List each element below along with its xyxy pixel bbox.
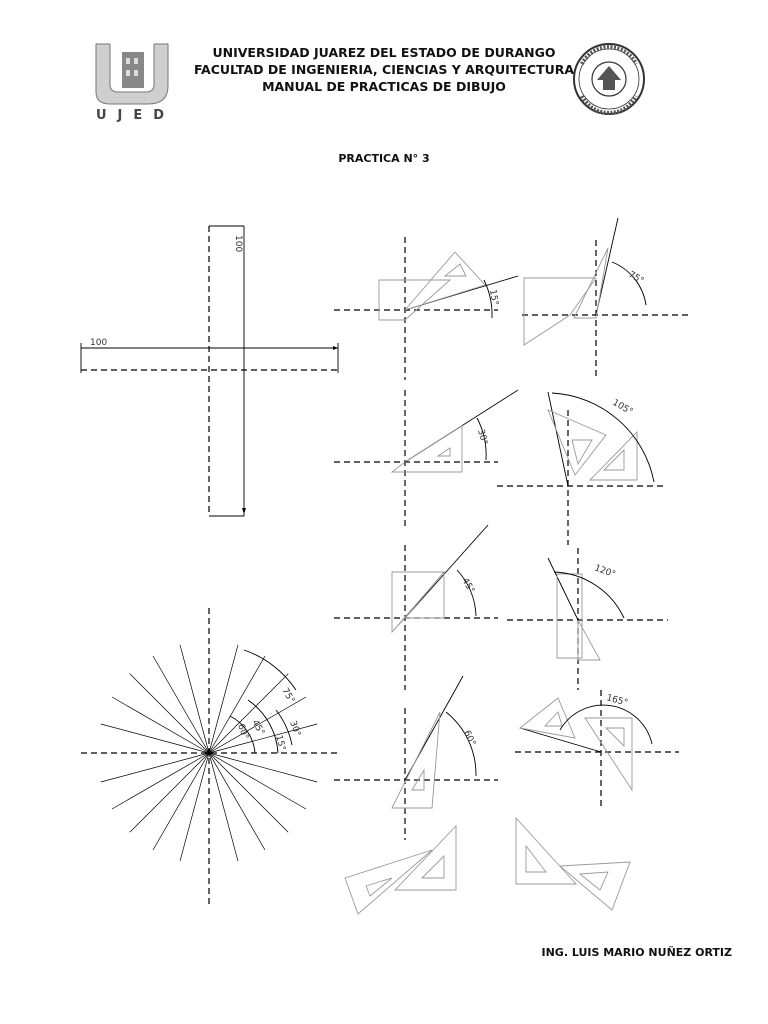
university-name: UNIVERSIDAD JUAREZ DEL ESTADO DE DURANGO xyxy=(212,45,556,60)
fan-line xyxy=(152,752,210,851)
author-name: ING. LUIS MARIO NUÑEZ ORTIZ xyxy=(541,946,733,959)
fan-line xyxy=(208,644,239,754)
fan-line xyxy=(208,673,289,754)
set-squares-left xyxy=(344,824,457,915)
ujed-logo: UJED xyxy=(95,43,175,123)
dimensioned-cross: 100 100 xyxy=(80,225,339,517)
angle-120-figure: 120° xyxy=(507,548,668,690)
angle-165-figure: 165° xyxy=(515,690,679,810)
label-60: 60° xyxy=(461,729,477,748)
angle-105-figure: 105° xyxy=(497,391,663,545)
set-squares-right xyxy=(515,816,631,911)
fan-line xyxy=(129,752,210,833)
angle-fan: 75° 60° 45° 30° 15° xyxy=(81,608,338,905)
fan-label-75: 75° xyxy=(279,687,296,706)
fan-line xyxy=(111,752,210,810)
fan-line xyxy=(208,752,239,862)
fan-line xyxy=(179,752,210,862)
label-75: 75° xyxy=(627,270,646,287)
fan-line xyxy=(100,752,210,783)
fan-line xyxy=(129,673,210,754)
fan-line xyxy=(208,723,318,754)
angle-45-figure: 45° xyxy=(334,524,498,690)
fan-line xyxy=(208,752,289,833)
fan-line xyxy=(208,655,266,754)
angle-15-figure: 15° xyxy=(334,237,519,380)
document-header: UNIVERSIDAD JUAREZ DEL ESTADO DE DURANGO… xyxy=(0,44,768,95)
label-30: 30° xyxy=(475,428,489,446)
accreditation-seal xyxy=(573,43,645,115)
practice-title: PRACTICA N° 3 xyxy=(338,152,430,165)
fan-line xyxy=(100,723,210,754)
label-120: 120° xyxy=(593,563,617,580)
label-165: 165° xyxy=(605,693,629,708)
label-45: 45° xyxy=(459,577,476,596)
horizontal-dimension: 100 xyxy=(90,338,107,348)
fan-label-15: 15° xyxy=(273,734,287,752)
angle-30-figure: 30° xyxy=(334,389,519,530)
vertical-dimension: 100 xyxy=(233,235,243,252)
angle-75-figure: 75° xyxy=(522,217,688,380)
fan-line xyxy=(111,696,210,754)
fan-line xyxy=(208,696,307,754)
fan-line xyxy=(208,752,307,810)
fan-lines xyxy=(100,644,318,862)
angle-60-figure: 60° xyxy=(334,675,498,840)
fan-line xyxy=(179,644,210,754)
label-105: 105° xyxy=(611,398,635,418)
fan-label-60: 60° xyxy=(235,723,250,741)
faculty-name: FACULTAD DE INGENIERIA, CIENCIAS Y ARQUI… xyxy=(193,62,575,77)
fan-line xyxy=(208,752,266,851)
label-15: 15° xyxy=(487,289,500,306)
fan-line xyxy=(208,752,318,783)
fan-line xyxy=(152,655,210,754)
manual-title: MANUAL DE PRACTICAS DE DIBUJO xyxy=(262,79,506,94)
logo-letters: UJED xyxy=(96,108,175,123)
